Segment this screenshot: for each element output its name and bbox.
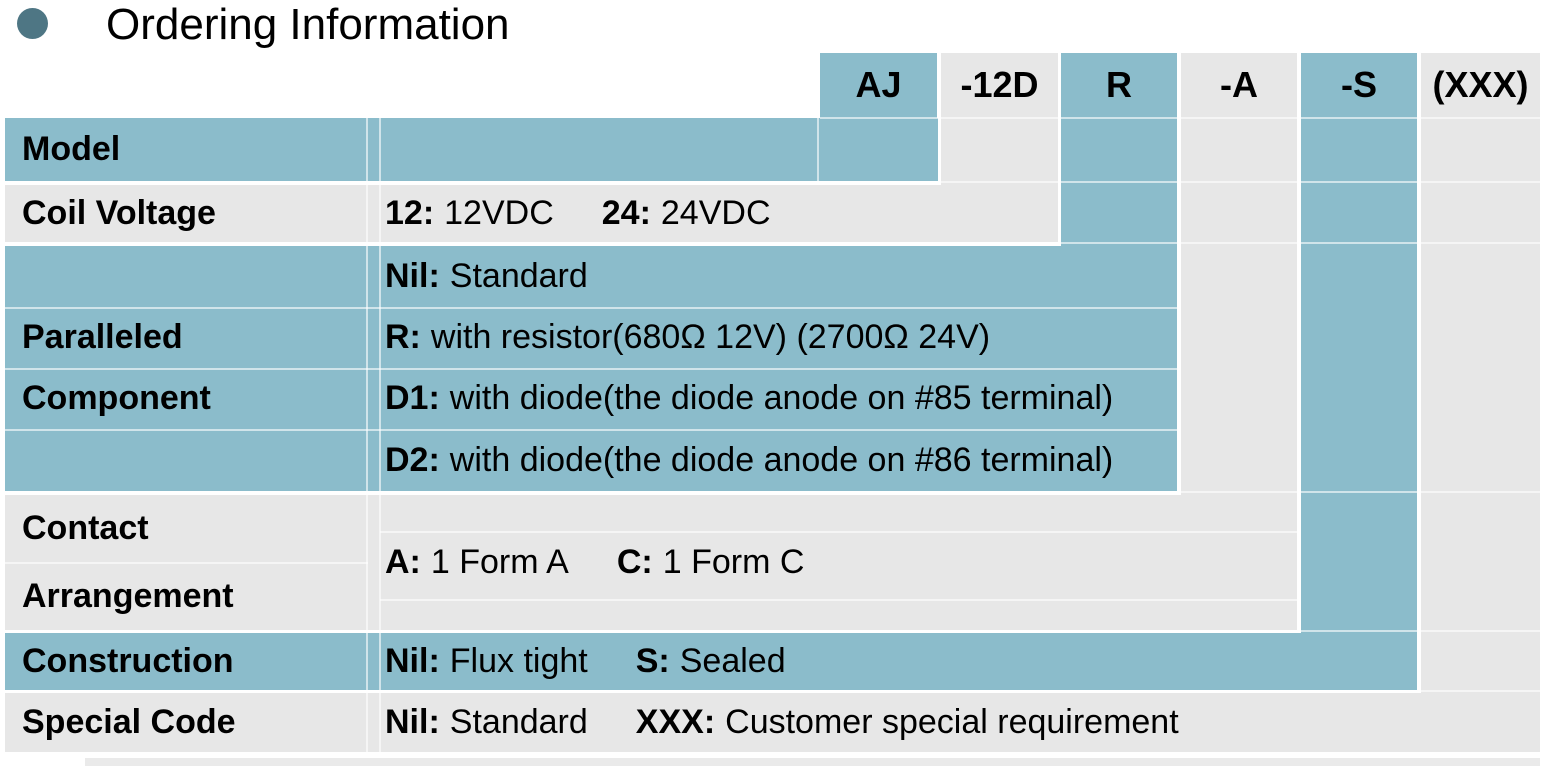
row-label: Special Code [22, 703, 236, 741]
cell-divider [817, 118, 819, 181]
option-code: D1: [385, 379, 440, 417]
option-text: Standard [449, 703, 588, 741]
page-title: Ordering Information [106, 0, 510, 49]
option-code: R: [385, 318, 421, 356]
grid-line [941, 181, 1540, 183]
option-text: with resistor(680Ω 12V) (2700Ω 24V) [430, 318, 991, 356]
option-text: Standard [449, 257, 588, 295]
cell-divider [379, 118, 381, 181]
section-bullet-icon [17, 8, 48, 39]
grid-line [1421, 690, 1540, 692]
option-text: Flux tight [449, 642, 588, 680]
cell-divider [5, 562, 368, 564]
row-options: Nil:Flux tight S:Sealed [385, 633, 786, 690]
option-line: R:with resistor(680Ω 12V) (2700Ω 24V) [385, 307, 990, 368]
row-label-line1: Contact [22, 509, 149, 547]
grid-line [1181, 491, 1540, 493]
next-row-edge [85, 758, 1540, 766]
option: Nil:Standard [385, 703, 588, 742]
option: 24:24VDC [602, 194, 771, 233]
row-options: Nil:Standard XXX:Customer special requir… [385, 693, 1179, 752]
option-code: 12: [385, 194, 435, 232]
grid-line [1061, 242, 1540, 244]
option-text: Sealed [679, 642, 786, 680]
cell-divider [379, 633, 381, 690]
cell-divider [366, 185, 368, 242]
option-line: D1:with diode(the diode anode on #85 ter… [385, 368, 1113, 429]
code-header-cell-xxx: (XXX) [1432, 64, 1529, 105]
option-text: 12VDC [444, 194, 554, 232]
option-code: XXX: [635, 703, 716, 741]
option-text: Customer special requirement [725, 703, 1179, 741]
grid-line [1301, 630, 1540, 632]
cell-divider [366, 693, 368, 752]
option-code: A: [385, 543, 421, 581]
row-label: Model [22, 130, 121, 168]
code-header-cell-s: -S [1341, 64, 1377, 105]
code-header-cell-aj: AJ [855, 64, 902, 105]
option: A:1 Form A [385, 543, 569, 582]
option-text: with diode(the diode anode on #86 termin… [449, 440, 1114, 479]
cell-divider [379, 495, 381, 630]
code-header-cell-r: R [1106, 64, 1132, 105]
row-options: A:1 Form A C:1 Form C [385, 495, 804, 630]
cell-divider [5, 307, 1177, 309]
row-special-code: Special Code Nil:Standard XXX:Customer s… [5, 693, 1540, 752]
row-contact-arrangement: Contact Arrangement A:1 Form A C:1 Form … [5, 495, 1297, 630]
option-text: 24VDC [660, 194, 771, 232]
option-code: S: [635, 642, 670, 680]
code-header-cell-a: -A [1220, 64, 1258, 105]
option-line: Nil:Standard [385, 246, 588, 307]
option-text: 1 Form C [662, 543, 805, 581]
option-code: C: [616, 543, 653, 581]
option: C:1 Form C [617, 543, 805, 582]
cell-divider [380, 599, 1297, 601]
option: S:Sealed [636, 642, 786, 681]
option-line: D2:with diode(the diode anode on #86 ter… [385, 429, 1113, 491]
option: 12:12VDC [385, 194, 554, 233]
option-code: Nil: [385, 257, 440, 295]
option: XXX:Customer special requirement [636, 703, 1179, 742]
option-code: Nil: [385, 642, 440, 680]
row-label-line2: Component [22, 379, 211, 417]
column-strip-xxx [1421, 53, 1540, 752]
grid-line [820, 117, 1540, 119]
option-text: 1 Form A [430, 543, 569, 581]
code-header-cell-12d: -12D [960, 64, 1039, 105]
cell-divider [5, 368, 1177, 370]
row-label-line2: Arrangement [22, 576, 234, 615]
row-label: Coil Voltage [22, 194, 216, 232]
cell-divider [5, 429, 1177, 431]
row-label: Construction [22, 642, 234, 680]
cell-divider [379, 693, 381, 752]
cell-divider [366, 633, 368, 690]
column-strip-s [1301, 53, 1417, 690]
cell-divider [366, 118, 368, 181]
cell-divider [380, 531, 1297, 533]
row-model: Model [5, 118, 938, 181]
row-options: 12:12VDC 24:24VDC [385, 185, 771, 242]
option: Nil:Flux tight [385, 642, 588, 681]
option-code: Nil: [385, 703, 440, 741]
option-code: D2: [385, 440, 440, 479]
row-coil-voltage: Coil Voltage 12:12VDC 24:24VDC [5, 185, 1058, 242]
cell-divider [379, 185, 381, 242]
option-text: with diode(the diode anode on #85 termin… [449, 379, 1114, 417]
row-label-line1: Paralleled [22, 318, 183, 356]
row-construction: Construction Nil:Flux tight S:Sealed [5, 633, 1417, 690]
row-paralleled-component: Paralleled Component Nil:Standard R:with… [5, 246, 1177, 491]
option-code: 24: [601, 194, 651, 232]
